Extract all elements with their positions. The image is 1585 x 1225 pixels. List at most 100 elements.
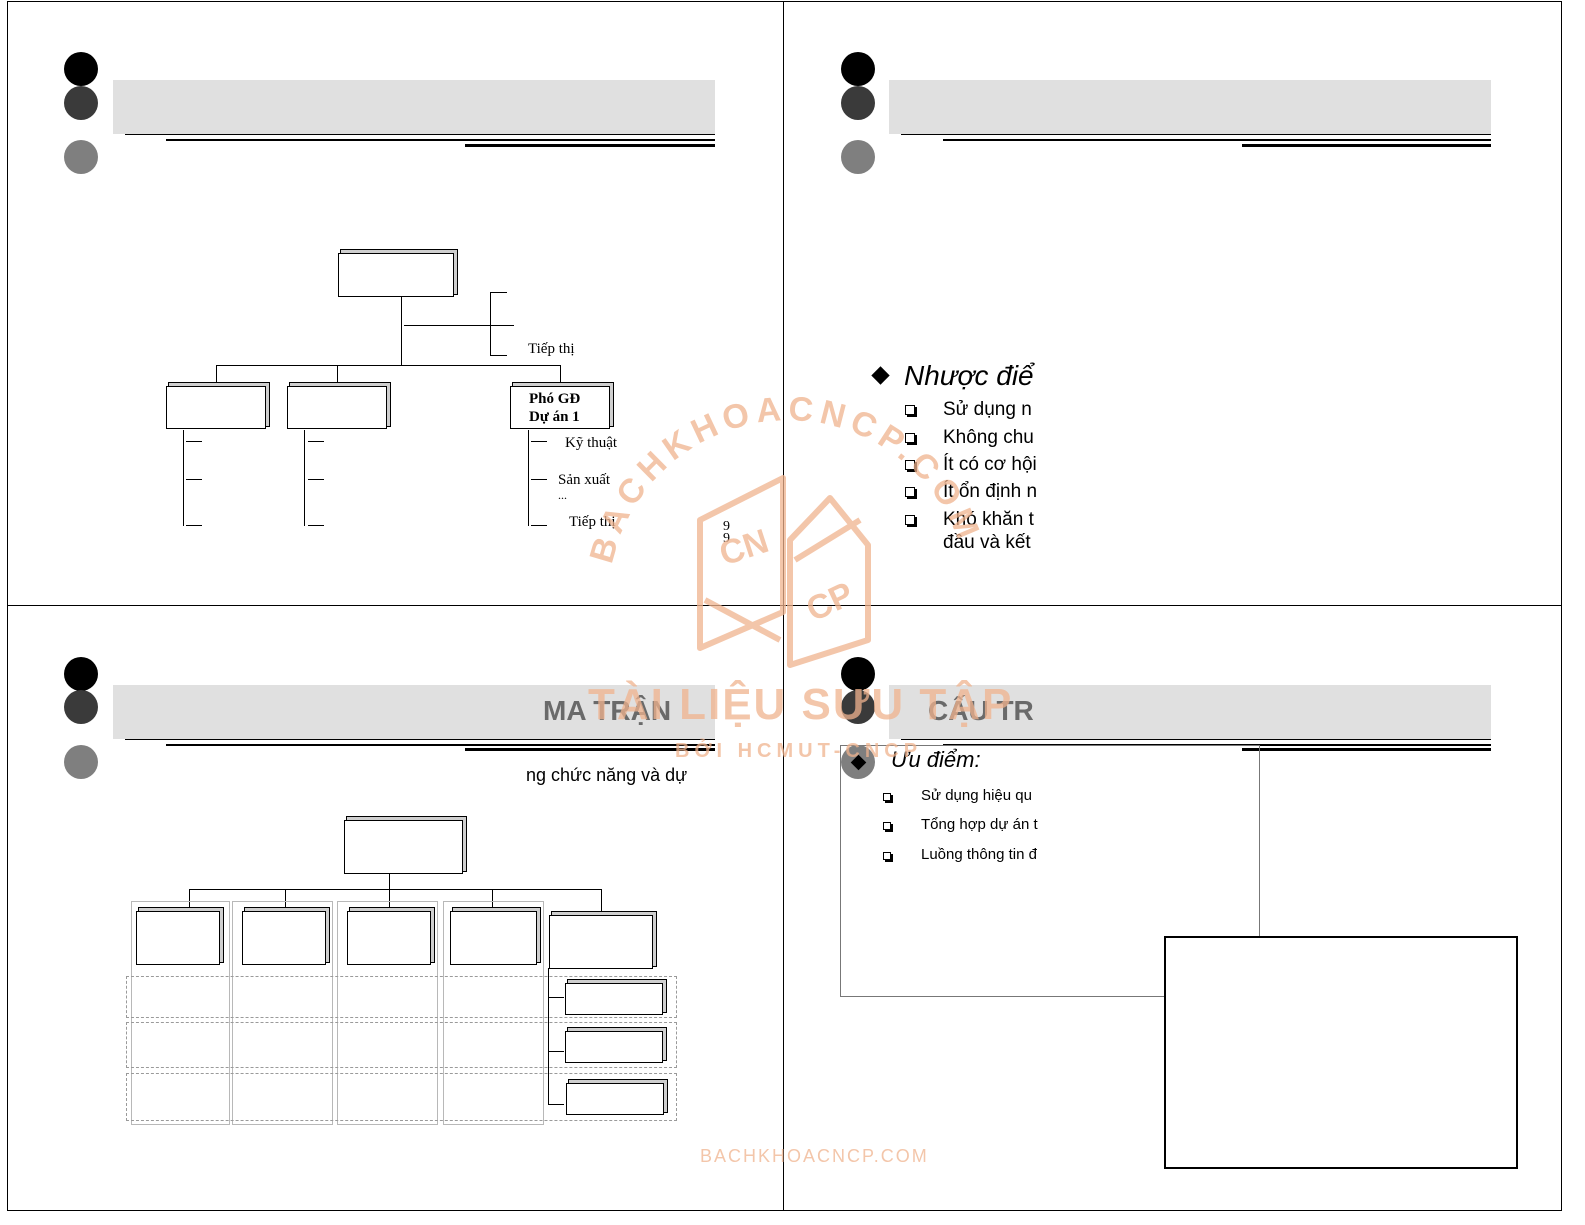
- bullet-dot-black: [64, 657, 98, 691]
- cons-item-continuation: đầu và kết: [943, 532, 1031, 553]
- cons-item: Khó khăn t: [943, 509, 1034, 530]
- connector: [404, 325, 514, 326]
- pros-heading: Ưu điểm:: [891, 747, 981, 772]
- connector: [490, 355, 507, 356]
- page-number: 9: [723, 531, 730, 546]
- bullet-dot-dark: [64, 690, 98, 724]
- org-label-tiep-thi-2: Tiếp thị: [569, 514, 616, 530]
- org-box-middle: [287, 386, 387, 429]
- title-underline: [125, 739, 715, 740]
- page-frame: [7, 1, 1562, 1211]
- connector: [308, 441, 324, 442]
- title-band: [889, 80, 1491, 134]
- checkbox-bullet-icon: [883, 852, 891, 860]
- connector: [548, 997, 564, 998]
- connector: [285, 889, 286, 911]
- functional-dept-box: [242, 911, 326, 965]
- bullet-dot-black: [64, 52, 98, 86]
- connector: [308, 525, 324, 526]
- slide-title: CẤU TR: [928, 695, 1034, 726]
- bullet-dot-dark: [64, 86, 98, 120]
- bullet-dot-black: [841, 52, 875, 86]
- connector: [304, 430, 305, 526]
- vp-box-line2: Dự án 1: [529, 409, 580, 425]
- matrix-column: [337, 901, 438, 1125]
- pros-item: Luồng thông tin đ: [921, 846, 1037, 863]
- title-band: [113, 80, 715, 134]
- title-rule-thick: [1242, 144, 1491, 147]
- checkbox-bullet-icon: [883, 822, 891, 830]
- org-label-san-xuat: Sản xuất: [558, 472, 611, 488]
- pros-item: Tổng hợp dự án t: [921, 816, 1038, 833]
- connector: [308, 479, 324, 480]
- project-row: [126, 1022, 677, 1068]
- vp-box-line1: Phó GĐ: [529, 391, 581, 407]
- cons-item: Sử dụng n: [943, 399, 1032, 420]
- bullet-dot-dark: [841, 690, 875, 724]
- project-box: [566, 1083, 664, 1115]
- connector: [531, 441, 547, 442]
- bullet-dot-gray: [841, 140, 875, 174]
- project-row: [126, 1073, 677, 1121]
- connector: [186, 479, 202, 480]
- org-box-vp-project: Phó GĐ Dự án 1: [510, 386, 610, 429]
- functional-dept-box: [450, 911, 537, 965]
- title-underline: [125, 134, 715, 135]
- project-row: [126, 976, 677, 1018]
- horizontal-divider: [7, 605, 1561, 606]
- connector: [401, 297, 402, 365]
- title-rule-thick: [1242, 748, 1491, 751]
- matrix-column: [232, 901, 333, 1125]
- callout-box: [1164, 936, 1518, 1169]
- checkbox-bullet-icon: [905, 460, 915, 470]
- connector: [560, 365, 561, 385]
- connector: [337, 365, 338, 385]
- connector: [189, 889, 602, 890]
- connector: [183, 430, 184, 526]
- project-box: [565, 983, 663, 1015]
- matrix-column: [443, 901, 544, 1125]
- title-band: [113, 685, 715, 739]
- checkbox-bullet-icon: [905, 405, 915, 415]
- functional-dept-box: [347, 911, 431, 965]
- cons-item: Không chu: [943, 427, 1034, 448]
- bullet-dot-dark: [841, 86, 875, 120]
- title-rule-thick: [465, 144, 715, 147]
- project-box: [565, 1031, 663, 1063]
- title-rule-thin: [166, 139, 715, 141]
- connector: [389, 874, 390, 889]
- org-box-left: [166, 386, 266, 429]
- functional-dept-box: [136, 911, 220, 965]
- title-underline: [901, 739, 1491, 740]
- slide-title: MA TRẬN: [543, 695, 672, 726]
- cons-heading: Nhược điể: [904, 360, 1034, 391]
- title-rule-thin: [166, 744, 715, 746]
- connector: [548, 1051, 564, 1052]
- title-band: [889, 685, 1491, 739]
- connector: [548, 968, 549, 1105]
- matrix-column: [131, 901, 230, 1125]
- connector: [186, 525, 202, 526]
- bullet-dot-black: [841, 657, 875, 691]
- cons-item: Ít có cơ hội: [943, 454, 1037, 475]
- matrix-top-box: [344, 820, 463, 874]
- connector: [528, 430, 529, 526]
- pros-item: Sử dụng hiệu qu: [921, 787, 1032, 804]
- bullet-dot-gray: [64, 745, 98, 779]
- connector: [531, 479, 547, 480]
- connector: [216, 365, 217, 385]
- content-outline: [840, 745, 1260, 997]
- org-label-ky-thuat: Kỹ thuật: [565, 435, 618, 451]
- bullet-dot-gray: [64, 140, 98, 174]
- connector: [492, 889, 493, 911]
- checkbox-bullet-icon: [905, 433, 915, 443]
- project-manager-box: [549, 915, 653, 969]
- org-top-box: [338, 253, 454, 297]
- connector: [548, 1104, 564, 1105]
- connector: [490, 292, 507, 293]
- title-underline: [901, 134, 1491, 135]
- slide-subtitle: ng chức năng và dự: [526, 765, 688, 785]
- connector: [186, 441, 202, 442]
- connector: [216, 365, 561, 366]
- connector: [189, 889, 190, 911]
